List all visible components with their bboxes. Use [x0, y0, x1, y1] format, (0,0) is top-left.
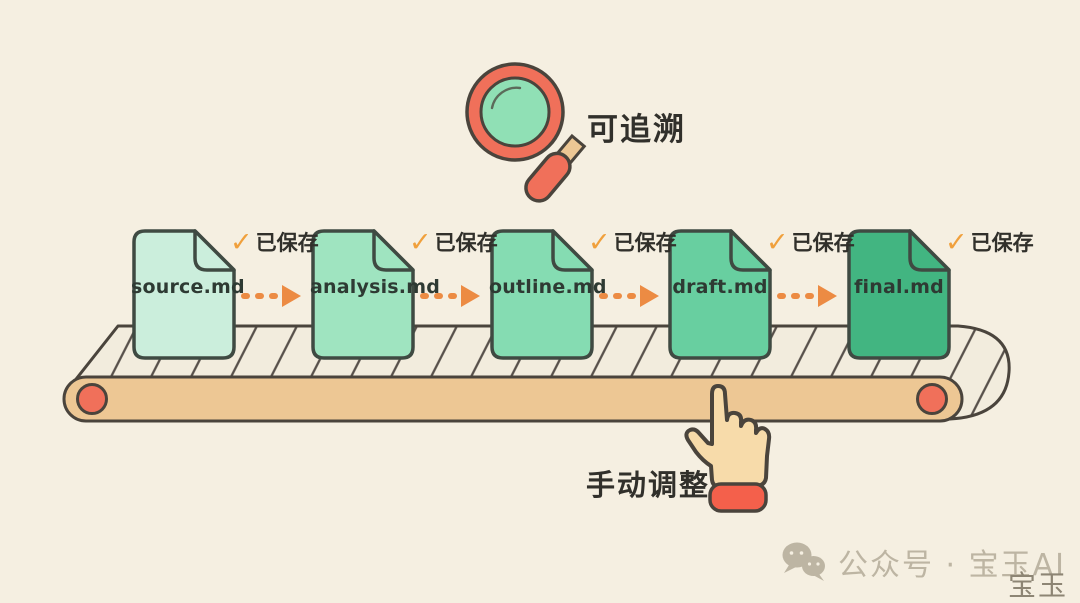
saved-badge-label: 已保存: [434, 231, 498, 255]
saved-badge-label: 已保存: [791, 231, 855, 255]
check-icon: ✓: [766, 226, 789, 258]
magnifier-icon: [465, 62, 587, 203]
saved-badge-label: 已保存: [970, 231, 1034, 255]
saved-badge: ✓ 已保存: [409, 227, 498, 257]
hand-cuff: [708, 482, 768, 513]
document-filename: analysis.md: [310, 276, 441, 298]
check-icon: ✓: [588, 226, 611, 258]
document-filename: source.md: [131, 276, 245, 298]
flow-arrow-icon: [420, 285, 480, 307]
check-icon: ✓: [945, 226, 968, 258]
traceable-label: 可追溯: [587, 112, 686, 148]
belt-roller-left: [76, 383, 108, 415]
check-icon: ✓: [230, 226, 253, 258]
watermark-signature: 宝玉: [1008, 569, 1069, 602]
document-draft: draft.md: [667, 228, 773, 361]
hand-pointer-icon: [684, 384, 772, 513]
document-filename: outline.md: [489, 276, 607, 298]
watermark: 公众号 · 宝玉AI: [780, 540, 1066, 584]
flow-arrow-icon: [241, 285, 301, 307]
check-icon: ✓: [409, 226, 432, 258]
document-final: final.md: [846, 228, 952, 361]
wechat-icon: [782, 542, 825, 581]
flow-arrow-icon: [599, 285, 659, 307]
flow-arrow-icon: [777, 285, 837, 307]
document-filename: draft.md: [672, 276, 768, 298]
document-source: source.md: [131, 228, 245, 361]
conveyor-belt: [62, 324, 1011, 423]
document-outline: outline.md: [489, 228, 607, 361]
belt-front-bar: [62, 375, 964, 423]
saved-badge-label: 已保存: [613, 231, 677, 255]
belt-roller-right: [916, 383, 948, 415]
saved-badge-label: 已保存: [255, 231, 319, 255]
saved-badge: ✓ 已保存: [945, 227, 1034, 257]
saved-badge: ✓ 已保存: [588, 227, 677, 257]
document-analysis: analysis.md: [310, 228, 441, 361]
saved-badge: ✓ 已保存: [230, 227, 319, 257]
watermark-channel: 公众号 · 宝玉AI: [838, 548, 1066, 583]
manual-adjust-label: 手动调整: [586, 468, 711, 502]
saved-badge: ✓ 已保存: [766, 227, 855, 257]
document-filename: final.md: [854, 276, 944, 298]
